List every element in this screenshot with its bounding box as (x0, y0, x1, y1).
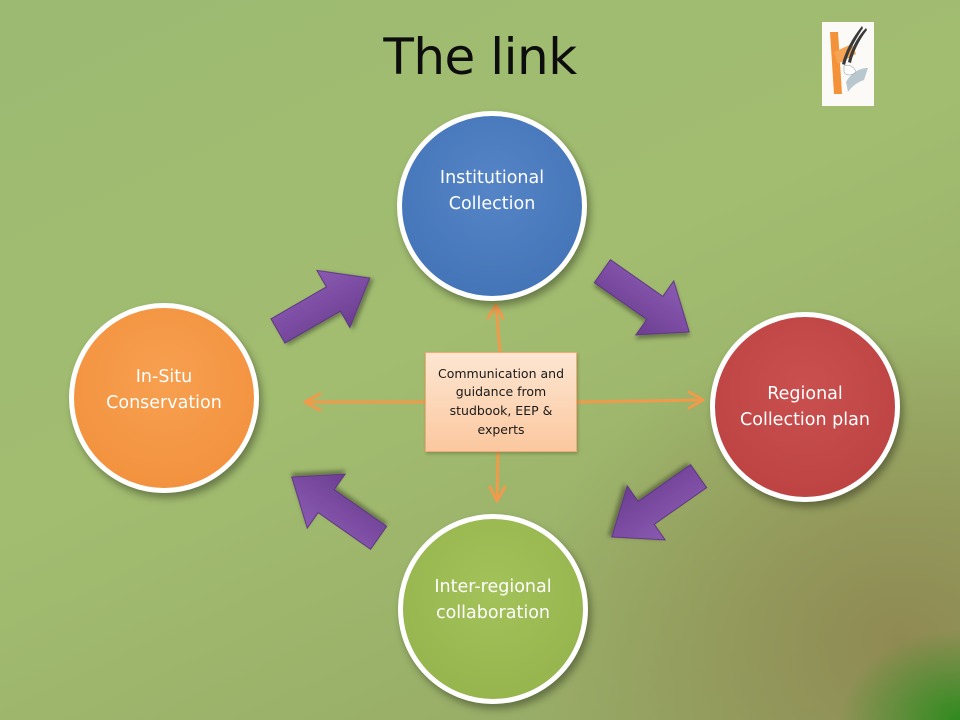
guidance-arrow-down (488, 450, 507, 503)
cycle-arrow-interregional-to-insitu (291, 473, 388, 550)
slide-title: The link (383, 28, 577, 86)
center-guidance-box: Communication and guidance from studbook… (425, 352, 577, 452)
node-regional-label: Regional Collection plan (740, 383, 870, 430)
guidance-arrow-left (303, 392, 427, 412)
guidance-arrow-right (575, 390, 705, 410)
node-interregional-collaboration: Inter-regional collaboration (398, 514, 588, 704)
node-interregional-label: Inter-regional collaboration (434, 576, 552, 623)
cycle-arrow-insitu-to-institutional (270, 269, 371, 344)
node-institutional-label: Institutional Collection (439, 167, 545, 214)
cycle-arrow-institutional-to-regional (593, 259, 690, 336)
cycle-arrow-regional-to-interregional (611, 464, 708, 541)
guidance-arrow-up (486, 303, 505, 354)
node-regional-collection-plan: Regional Collection plan (710, 312, 900, 502)
oryx-logo-icon (822, 22, 874, 106)
center-guidance-text: Communication and guidance from studbook… (437, 365, 564, 437)
node-insitu-label: In-Situ Conservation (106, 366, 222, 413)
node-insitu-conservation: In-Situ Conservation (69, 303, 259, 493)
node-institutional-collection: Institutional Collection (397, 111, 587, 301)
